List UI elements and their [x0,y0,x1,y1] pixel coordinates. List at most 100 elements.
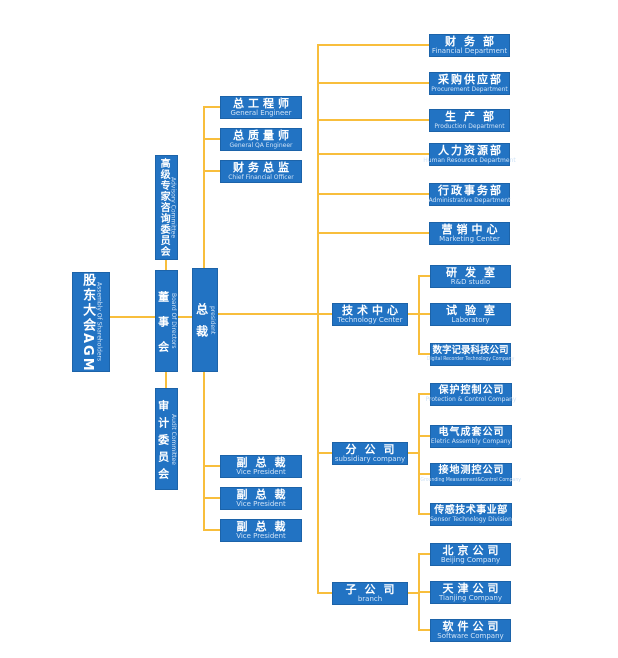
label-en: Human Resources Department [423,156,516,164]
label-en: Board Of Directors [169,293,177,349]
label-zh: 软件公司 [442,619,503,633]
node-laboratory: 试验室 Laboratory [430,303,511,326]
label-zh: 总裁 [194,303,209,347]
connector-line [317,44,319,594]
connector-line [418,275,420,355]
label-en: Marketing Center [439,235,500,244]
label-en: Software Company [437,632,504,641]
connector-line [203,497,220,499]
label-zh: 营销中心 [441,222,502,236]
label-zh: 分公司 [345,442,403,456]
label-en: Sensor Technology Division [430,516,512,524]
label-zh: 技术中心 [342,303,402,317]
connector-line [418,393,430,395]
connector-line [203,138,220,140]
connector-line [418,393,420,515]
node-software-company: 软件公司 Software Company [430,619,511,642]
connector-line [165,372,167,388]
label-en: Technology Center [337,316,403,325]
label-en: Vice President [236,468,286,477]
connector-line [408,592,418,594]
connector-line [165,260,167,270]
node-chief-engineer: 总工程师 General Engineer [220,96,302,119]
label-en: R&D studio [450,278,491,287]
connector-line [317,592,332,594]
node-electric-assembly-company: 电气成套公司 Eletric Assembly Company [430,425,512,448]
connector-line [178,316,192,318]
label-zh: 人力资源部 [438,144,503,158]
label-zh: 副总裁 [236,455,294,469]
label-en: Tianjing Company [438,594,503,603]
node-tianjin-company: 天津公司 Tianjing Company [430,581,511,604]
connector-line [203,106,220,108]
label-zh: 总工程师 [233,96,293,110]
connector-line [408,313,418,315]
label-zh: 生产部 [445,110,502,124]
connector-line [418,435,430,437]
connector-line [218,313,333,315]
label-zh: 高级专家咨询委员会 [158,158,170,257]
label-zh: 研发室 [446,265,503,279]
label-zh: 审计委员会 [156,399,170,485]
connector-line [418,513,430,515]
node-administrative-department: 行政事务部 Administrative Department [429,183,510,206]
node-grounding-measurement-company: 接地测控公司 Grounding Measurement&Control Com… [421,463,521,486]
node-procurement-department: 采购供应部 Procurement Department [429,72,510,95]
node-sensor-technology-division: 传感技术事业部 Sensor Technology Division [430,503,512,526]
label-zh: 总质量师 [233,129,293,143]
connector-line [203,529,220,531]
label-en: Eletric Assembly Company [430,438,512,446]
connector-line [203,170,220,172]
label-en: Administrative Department [428,196,511,204]
node-branch: 子公司 branch [332,582,408,605]
node-chief-qa-engineer: 总质量师 General QA Engineer [220,128,302,151]
connector-line [418,473,430,475]
label-en: Procurement Department [431,85,508,93]
node-agm: 股东大会AGM Assembly Of Shareholders [72,272,110,373]
connector-line [203,465,220,467]
label-zh: 试验室 [446,303,503,317]
connector-line [317,232,429,234]
node-cfo: 财务总监 Chief Financial Officer [220,160,302,183]
node-audit-committee: 审计委员会 Audit Committee [155,388,178,490]
label-zh: 财务总监 [233,161,293,175]
connector-line [418,591,430,593]
label-en: General QA Engineer [229,141,293,149]
label-en: branch [357,595,383,604]
node-rd-studio: 研发室 R&D studio [430,265,511,288]
node-advisory-committee: 高级专家咨询委员会 Advisory Committee [155,155,178,260]
label-zh: 股东大会AGM [80,273,96,373]
node-technology-center: 技术中心 Technology Center [332,303,408,326]
connector-line [317,82,429,84]
label-en: General Engineer [230,109,292,118]
node-financial-department: 财务部 Financial Department [429,34,510,57]
connector-line [418,553,430,555]
label-zh: 数字记录科技公司 [432,345,509,357]
label-en: Advisory Committee [169,176,177,239]
label-zh: 保护控制公司 [438,384,505,396]
connector-line [317,44,429,46]
node-hr-department: 人力资源部 Human Resources Department [423,143,516,166]
label-zh: 财务部 [445,34,502,48]
label-en: Grounding Measurement&Control Company [420,476,522,483]
label-zh: 行政事务部 [438,184,503,198]
connector-line [408,452,418,454]
label-en: Protection & Control Company [425,396,517,404]
label-en: Chief Financial Officer [228,173,294,181]
label-en: president [208,305,216,335]
node-vice-president-1: 副总裁 Vice President [220,455,302,478]
node-president: 总裁 president [192,268,218,372]
connector-line [317,193,429,195]
label-en: subsidiary company [334,455,406,464]
label-en: Digital Recorder Technology Company [426,356,515,363]
label-en: Production Department [434,122,505,130]
label-zh: 副总裁 [236,487,294,501]
node-digital-recorder-company: 数字记录科技公司 Digital Recorder Technology Com… [427,343,514,366]
node-protection-control-company: 保护控制公司 Protection & Control Company [426,383,517,406]
label-zh: 天津公司 [442,581,503,595]
connector-line [317,452,332,454]
label-zh: 接地测控公司 [438,465,505,477]
connector-line [418,353,430,355]
node-beijing-company: 北京公司 Beijing Company [430,543,511,566]
